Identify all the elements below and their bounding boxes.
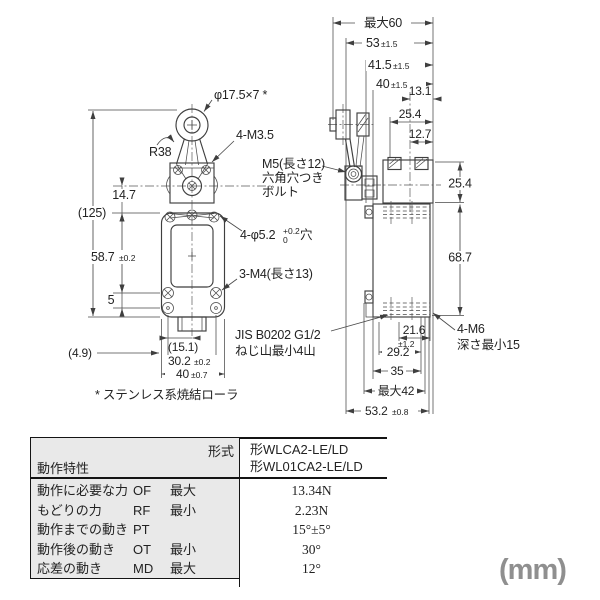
row-name: 動作後の動き xyxy=(37,541,116,557)
operating-characteristics-table: 形式 動作特性 形WLCA2-LE/LD 形WL01CA2-LE/LD 動作に必… xyxy=(30,437,387,587)
dim-53-2: 53.2 xyxy=(365,404,388,418)
dim-40: 40 xyxy=(376,77,390,91)
row-qualifier: 最大 xyxy=(170,561,197,577)
dim-53: 53 xyxy=(366,36,380,50)
dim-hole-pitch-tol: ±0.2 xyxy=(194,357,211,367)
footnote-roller-material: * ステンレス系焼結ローラ xyxy=(95,388,238,402)
row-qualifier: 最小 xyxy=(170,502,197,518)
row-qualifier: 最大 xyxy=(170,483,197,498)
model-name-2: 形WL01CA2-LE/LD xyxy=(250,459,363,474)
dim-41-5-tol: ±1.5 xyxy=(393,61,410,71)
dim-40-tol: ±1.5 xyxy=(391,80,408,90)
side-view-drawing xyxy=(328,92,441,320)
label-roller-dia: φ17.5×7 * xyxy=(214,88,268,102)
table-corner-model-label: 形式 xyxy=(207,444,234,459)
label-conduit-line2: ねじ山最小4山 xyxy=(235,344,316,358)
row-value: 13.34N xyxy=(291,483,332,498)
table-rows: 動作に必要な力 OF 最大 13.34N もどりの力 RF 最小 2.23N 動… xyxy=(30,481,387,579)
table-row: もどりの力 RF 最小 2.23N xyxy=(30,501,387,521)
unit-note-mm: (mm) xyxy=(499,554,567,586)
row-value: 2.23N xyxy=(294,502,329,518)
dim-bottom-5: 5 xyxy=(108,293,115,307)
row-code: OT xyxy=(133,541,152,557)
row-name: もどりの力 xyxy=(37,502,102,518)
table-row: 動作に必要な力 OF 最大 13.34N xyxy=(30,481,387,501)
row-code: PT xyxy=(133,522,150,538)
dim-half-pitch: (15.1) xyxy=(168,340,198,354)
dim-21-6: 21.6 xyxy=(403,323,426,337)
dim-13-1: 13.1 xyxy=(409,84,432,98)
dim-29-2: 29.2 xyxy=(387,345,410,359)
front-view-drawing xyxy=(113,104,272,336)
row-code: MD xyxy=(133,561,154,577)
row-value: 30° xyxy=(302,541,321,557)
dim-body-height-68-7: 68.7 xyxy=(448,251,472,265)
table-row: 動作までの動き PT 15°±5° xyxy=(30,520,387,540)
dim-53-tol: ±1.5 xyxy=(381,39,398,49)
front-view-dimensions: (125) 14.7 58.7 ±0.2 5 (15.1) 30.2 ±0.2 … xyxy=(68,109,225,381)
table-label-column-background xyxy=(30,437,240,579)
dim-max-42: 最大42 xyxy=(378,384,415,398)
table-row: 応差の動き MD 最大 12° xyxy=(30,559,387,579)
table-model-names: 形WLCA2-LE/LD 形WL01CA2-LE/LD xyxy=(250,441,363,475)
row-qualifier: 最小 xyxy=(170,541,197,557)
dim-12-7: 12.7 xyxy=(409,127,432,141)
dim-35: 35 xyxy=(391,364,404,378)
label-conduit-line1: JIS B0202 G1/2 xyxy=(235,328,321,342)
dim-head-height-25-4: 25.4 xyxy=(448,177,472,191)
row-name: 動作までの動き xyxy=(37,522,129,538)
dim-edge-offset: (4.9) xyxy=(68,346,92,360)
table-header-separator xyxy=(30,477,387,479)
dim-53-2-tol: ±0.8 xyxy=(392,407,409,417)
table-row: 動作後の動き OT 最小 30° xyxy=(30,540,387,560)
label-mount-hole-suffix: 穴 xyxy=(300,227,313,242)
label-bolt-line1: M5(長さ12) xyxy=(262,157,325,171)
dim-hole-pitch: 30.2 xyxy=(168,354,191,368)
label-radius-r38: R38 xyxy=(149,145,172,159)
dim-body-width-tol: ±0.7 xyxy=(191,370,208,380)
dim-body-height: 58.7 xyxy=(91,250,115,264)
table-column-divider xyxy=(238,437,240,587)
table-top-border xyxy=(240,437,387,439)
model-name-1: 形WLCA2-LE/LD xyxy=(250,442,349,457)
label-m6-line1: 4-M6 xyxy=(457,322,485,336)
dim-head-offset: 14.7 xyxy=(112,188,136,202)
dimension-drawing: (125) 14.7 58.7 ±0.2 5 (15.1) 30.2 ±0.2 … xyxy=(68,16,520,418)
label-bolt-line3: ボルト xyxy=(262,185,299,199)
label-head-screws: 4-M3.5 xyxy=(236,128,274,142)
front-view-labels: φ17.5×7 * R38 4-M3.5 M5(長さ12) 六角穴つき ボルト … xyxy=(95,88,389,402)
dim-25-4-top: 25.4 xyxy=(399,107,422,121)
dim-body-height-tol: ±0.2 xyxy=(119,253,136,263)
dim-41-5: 41.5 xyxy=(368,58,392,72)
label-cover-screws: 3-M4(長さ13) xyxy=(239,267,313,281)
row-value: 15°±5° xyxy=(292,522,331,538)
label-bolt-line2: 六角穴つき xyxy=(262,170,324,185)
row-code: RF xyxy=(133,502,151,518)
dim-overall-height: (125) xyxy=(78,206,106,220)
dim-body-width: 40 xyxy=(176,367,189,381)
row-qualifier xyxy=(170,520,238,540)
dim-max-width-60: 最大60 xyxy=(364,16,402,30)
label-mount-hole-tol-dn: 0 xyxy=(283,235,288,245)
label-m6-line2: 深さ最小15 xyxy=(457,338,520,352)
row-code: OF xyxy=(133,483,152,498)
dim-29-2-tol: ±1.2 xyxy=(398,339,415,349)
label-mount-hole: 4-φ5.2 xyxy=(240,228,276,242)
table-corner-characteristics-label: 動作特性 xyxy=(37,461,90,476)
row-value: 12° xyxy=(302,561,321,577)
row-name: 動作に必要な力 xyxy=(37,483,129,498)
label-mount-hole-tol-up: +0.2 xyxy=(283,226,300,236)
side-view-dimensions: 最大60 53 ±1.5 41.5 ±1.5 40 ±1.5 13.1 25.4… xyxy=(332,16,520,418)
row-name: 応差の動き xyxy=(37,561,103,577)
